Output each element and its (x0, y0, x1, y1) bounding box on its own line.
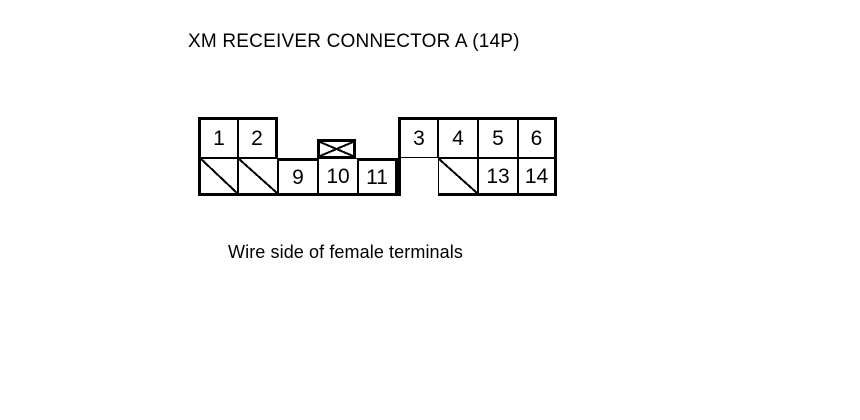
pin-cell-9: 9 (278, 158, 318, 196)
blank-terminal-cell (198, 158, 238, 196)
pin-label: 10 (326, 164, 350, 188)
pin-label: 9 (292, 165, 304, 189)
pin-cell-6: 6 (518, 117, 557, 158)
pin-cell-1: 1 (198, 117, 238, 158)
pin-cell-13: 13 (478, 158, 518, 196)
connector-pinout-diagram: 1 2 3 4 5 6 9 10 11 13 14 (198, 117, 557, 196)
pin-label: 4 (452, 127, 464, 150)
diagram-caption: Wire side of female terminals (228, 242, 463, 262)
pin-label: 6 (530, 127, 543, 150)
pin-cell-2: 2 (238, 117, 278, 158)
blank-terminal-cell (238, 158, 278, 196)
pin-label: 14 (524, 164, 549, 188)
pin-cell-5: 5 (478, 117, 518, 158)
empty-terminal-void (398, 158, 438, 196)
page-title: XM RECEIVER CONNECTOR A (14P) (188, 31, 520, 52)
pin-cell-10: 10 (318, 158, 358, 196)
pin-cell-3: 3 (398, 117, 438, 158)
pin-label: 5 (492, 127, 504, 150)
blank-terminal-cell (438, 158, 478, 196)
pin-label: 11 (366, 165, 388, 189)
pin-cell-11: 11 (358, 158, 398, 196)
crossed-key-box-icon (317, 139, 356, 159)
pin-cell-4: 4 (438, 117, 478, 158)
pin-label: 13 (486, 164, 510, 188)
pin-label: 3 (413, 127, 425, 150)
pin-cell-14: 14 (518, 158, 557, 196)
pin-label: 1 (213, 127, 225, 150)
pin-label: 2 (251, 127, 263, 150)
